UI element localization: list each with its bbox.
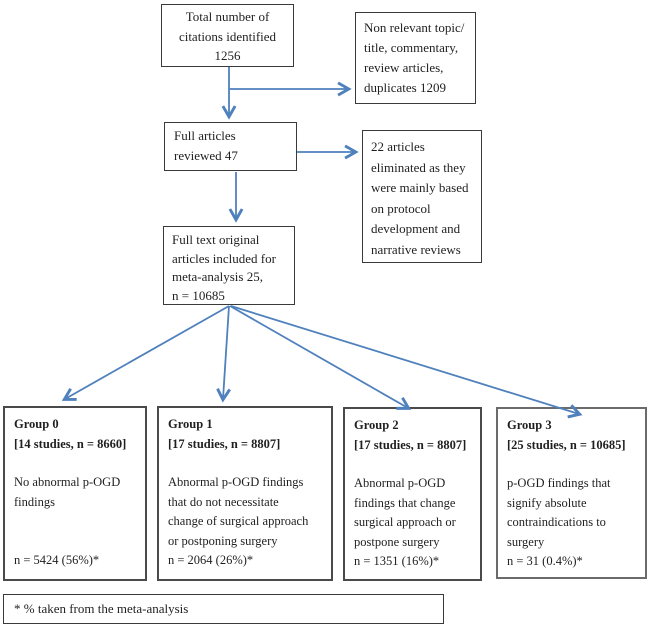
arrow-meta-to-group-2	[229, 305, 412, 410]
flow-box-total-citations-text: Total number of citations identified 125…	[178, 9, 277, 63]
group-0-header: Group 0 [14 studies, n = 8660]	[14, 417, 127, 451]
group-0-n-value: n = 5424 (56%)*	[14, 552, 100, 567]
group-2-box: Group 2 [17 studies, n = 8807] Abnormal …	[343, 407, 482, 581]
group-1-n-value: n = 2064 (26%)*	[168, 553, 254, 567]
flow-box-non-relevant-excluded: Non relevant topic/ title, commentary, r…	[355, 12, 476, 104]
flow-box-articles-eliminated: 22 articles eliminated as they were main…	[362, 130, 482, 263]
group-3-box: Group 3 [25 studies, n = 10685] p-OGD fi…	[496, 407, 647, 579]
group-2-header: Group 2 [17 studies, n = 8807]	[354, 418, 467, 452]
flow-box-articles-eliminated-text: 22 articles eliminated as they were main…	[371, 139, 469, 257]
flow-box-meta-analysis-included: Full text original articles included for…	[163, 226, 295, 305]
group-0-box: Group 0 [14 studies, n = 8660] No abnorm…	[3, 406, 147, 581]
arrow-meta-to-group-1	[216, 305, 231, 403]
group-3-description: p-OGD findings that signify absolute con…	[507, 476, 611, 549]
group-3-n-value: n = 31 (0.4%)*	[507, 554, 583, 568]
flow-box-full-articles-text: Full articles reviewed 47	[174, 128, 238, 163]
group-1-box: Group 1 [17 studies, n = 8807] Abnormal …	[157, 406, 333, 581]
group-2-n-value: n = 1351 (16%)*	[354, 554, 440, 568]
group-2-description: Abnormal p-OGD findings that change surg…	[354, 476, 456, 549]
group-1-header: Group 1 [17 studies, n = 8807]	[168, 417, 281, 451]
flow-box-meta-analysis-text: Full text original articles included for…	[172, 232, 276, 303]
footnote-text: * % taken from the meta-analysis	[14, 601, 189, 617]
flow-box-non-relevant-text: Non relevant topic/ title, commentary, r…	[364, 20, 465, 95]
group-0-description: No abnormal p-OGD findings	[14, 475, 121, 509]
group-3-header: Group 3 [25 studies, n = 10685]	[507, 418, 626, 452]
flow-box-full-articles-reviewed: Full articles reviewed 47	[164, 122, 297, 171]
arrow-meta-to-group-0	[61, 305, 230, 401]
footnote-box: * % taken from the meta-analysis	[3, 594, 444, 624]
arrow-meta-to-group-3	[230, 305, 583, 419]
flow-box-total-citations: Total number of citations identified 125…	[161, 4, 294, 67]
group-1-description: Abnormal p-OGD findings that do not nece…	[168, 475, 309, 548]
